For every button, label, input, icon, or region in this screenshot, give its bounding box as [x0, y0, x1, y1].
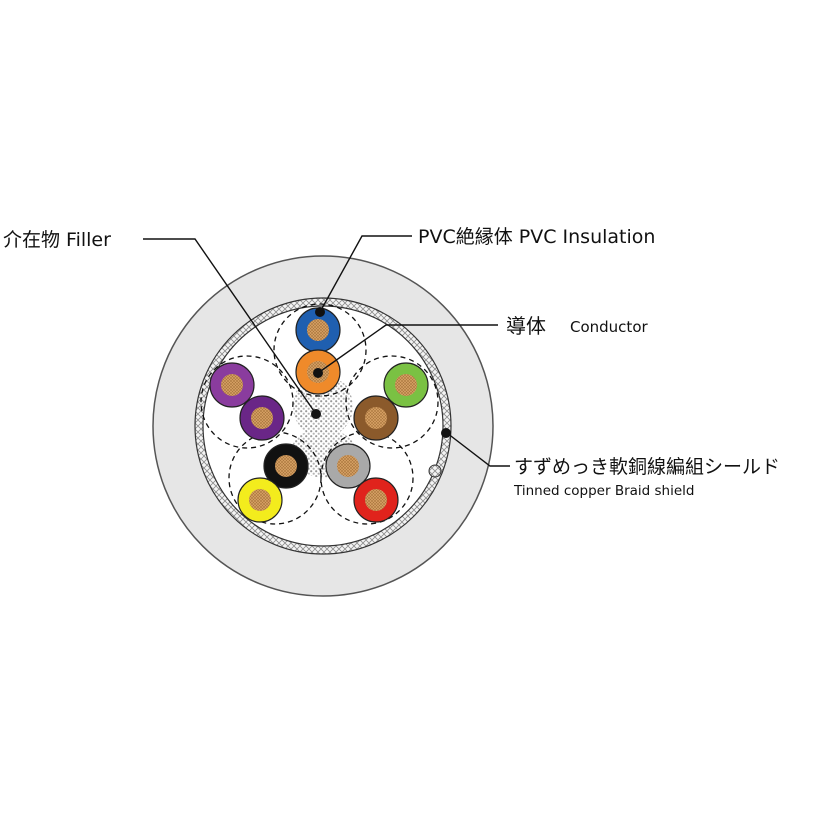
- conductor-brown: [365, 407, 387, 429]
- core-purple-light: [209, 362, 255, 408]
- label-conductor-en: Conductor: [570, 318, 648, 336]
- leader-filler: [143, 238, 317, 415]
- core-green: [383, 362, 429, 408]
- label-conductor-jp: 導体: [506, 314, 546, 338]
- conductor-green: [395, 374, 417, 396]
- core-purple-dark: [239, 395, 285, 441]
- pair-outline-1: [273, 303, 367, 397]
- drain-wire: [428, 464, 442, 478]
- leader-dot-insulation: [315, 307, 325, 317]
- core-red: [353, 477, 399, 523]
- pair-outline-2: [200, 355, 294, 449]
- conductor-black: [275, 455, 297, 477]
- conductor-yellow: [249, 489, 271, 511]
- leader-dot-conductor: [313, 368, 323, 378]
- core-black: [263, 443, 309, 489]
- label-shield-en: Tinned copper Braid shield: [513, 483, 695, 499]
- twisted-pairs: [200, 303, 439, 525]
- leader-shield: [446, 432, 510, 467]
- leader-dot-shield: [441, 428, 451, 438]
- core-brown: [353, 395, 399, 441]
- core-grey: [325, 443, 371, 489]
- core-yellow: [237, 477, 283, 523]
- conductor-grey: [337, 455, 359, 477]
- conductor-purple-dark: [251, 407, 273, 429]
- label-insulation: PVC絶縁体 PVC Insulation: [418, 226, 655, 248]
- label-shield-jp: すずめっき軟銅線編組シールド: [514, 456, 780, 478]
- conductor-blue: [307, 319, 329, 341]
- leader-conductor: [317, 324, 498, 374]
- leader-lines: [143, 235, 510, 467]
- leader-insulation: [319, 235, 412, 313]
- label-filler: 介在物 Filler: [3, 229, 111, 251]
- conductor-red: [365, 489, 387, 511]
- insulated-cores: [209, 307, 429, 523]
- conductor-purple-light: [221, 374, 243, 396]
- pair-outline-3: [345, 355, 439, 449]
